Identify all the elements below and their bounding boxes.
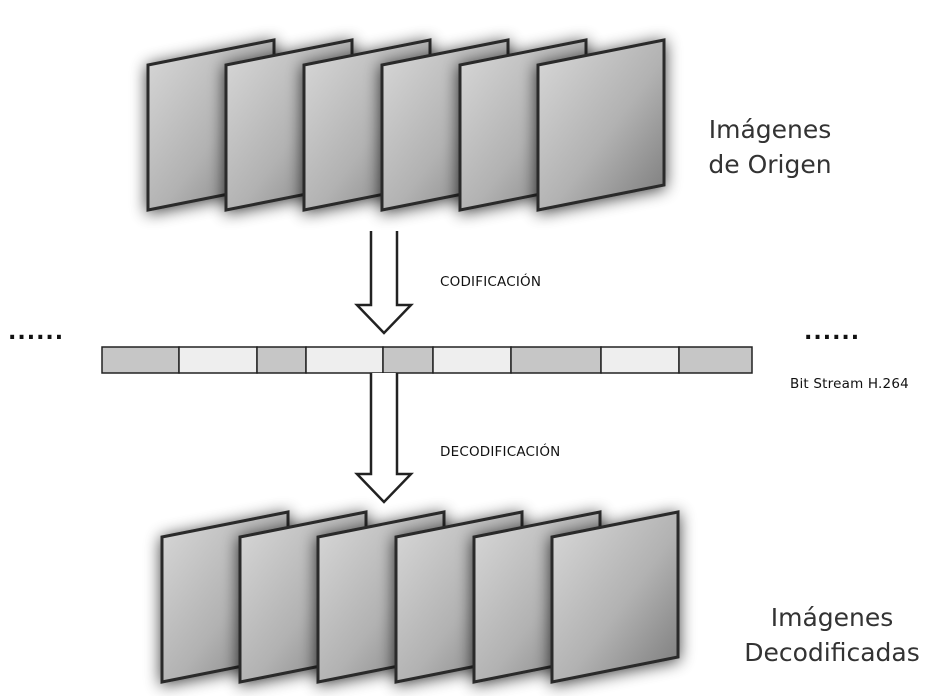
bitstream-segment-7 — [510, 346, 602, 374]
bitstream-segment-5 — [382, 346, 434, 374]
bitstream-segment-6 — [432, 346, 512, 374]
decoded-frame-6 — [550, 510, 680, 684]
source-frame-6 — [536, 38, 666, 212]
decode-label: DECODIFICACIÓN — [440, 444, 561, 460]
encode-label: CODIFICACIÓN — [440, 274, 542, 290]
bitstream-segment-3 — [256, 346, 307, 374]
bitstream-segment-8 — [600, 346, 680, 374]
encode-arrow — [354, 231, 414, 335]
source-images-title: Imágenes de Origen — [700, 112, 840, 182]
decoded-images-title: Imágenes Decodificadas — [737, 600, 927, 670]
source-frames-stack — [146, 38, 666, 212]
ellipsis-left: ...... — [8, 320, 65, 345]
bitstream-bar — [101, 346, 753, 374]
decoded-title-line-2: Decodificadas — [744, 638, 920, 667]
ellipsis-right: ...... — [804, 320, 861, 345]
source-title-line-1: Imágenes — [708, 115, 832, 144]
bitstream-label: Bit Stream H.264 — [790, 376, 909, 392]
bitstream-segment-9 — [678, 346, 753, 374]
bitstream-segment-2 — [178, 346, 258, 374]
decode-arrow — [354, 373, 414, 504]
source-title-line-2: de Origen — [708, 150, 832, 179]
decoded-frames-stack — [160, 510, 680, 684]
bitstream-segment-1 — [101, 346, 180, 374]
decoded-title-line-1: Imágenes — [770, 603, 894, 632]
bitstream-segment-4 — [305, 346, 384, 374]
